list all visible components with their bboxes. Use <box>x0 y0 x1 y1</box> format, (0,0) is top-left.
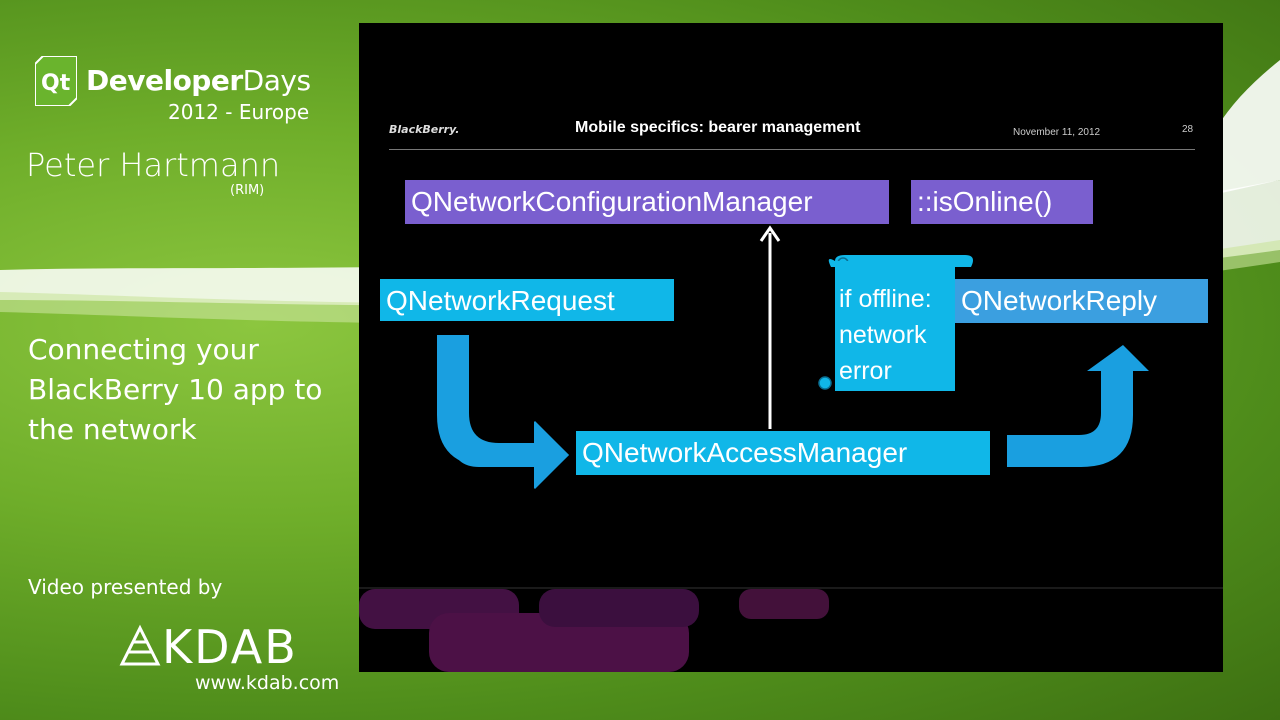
presented-by-label: Video presented by <box>28 575 223 599</box>
talk-title-line: the network <box>28 413 197 446</box>
talk-title-line: BlackBerry 10 app to <box>28 373 323 406</box>
presentation-slide: BlackBerry. Mobile specifics: bearer man… <box>359 23 1223 672</box>
is-online-box: ::isOnline() <box>911 180 1093 224</box>
event-subtitle: 2012 - Europe <box>168 100 310 124</box>
note-line: if offline: <box>839 285 932 313</box>
talk-title-line: Connecting your <box>28 333 259 366</box>
qt-logo-icon: Qt <box>35 56 77 106</box>
slide-page-number: 28 <box>1182 124 1194 135</box>
offline-note-scroll: if offline: network error <box>835 261 955 391</box>
speaker-affiliation: (RIM) <box>230 183 265 198</box>
speaker-name: Peter Hartmann <box>26 146 281 184</box>
kdab-tree-icon <box>119 624 161 666</box>
blackberry-watermark <box>359 589 829 672</box>
slide-title: Mobile specifics: bearer management <box>575 119 861 136</box>
config-manager-box: QNetworkConfigurationManager <box>405 180 889 224</box>
blackberry-logo: BlackBerry. <box>389 123 460 136</box>
talk-title: Connecting your BlackBerry 10 app to the… <box>28 330 348 450</box>
kdab-url[interactable]: www.kdab.com <box>195 672 340 694</box>
slide-header: BlackBerry. Mobile specifics: bearer man… <box>389 119 1195 150</box>
event-title-light: Days <box>242 64 311 97</box>
access-manager-box: QNetworkAccessManager <box>576 431 990 475</box>
event-title: DeveloperDays <box>86 64 311 97</box>
event-title-bold: Developer <box>86 64 243 97</box>
qt-logo-text: Qt <box>41 71 71 96</box>
note-line: error <box>839 357 892 385</box>
network-request-box: QNetworkRequest <box>380 279 674 321</box>
right-curved-arrow <box>1007 345 1149 467</box>
network-reply-box: QNetworkReply <box>955 279 1208 323</box>
up-arrow-head <box>759 225 781 242</box>
slide-date: November 11, 2012 <box>1013 127 1101 138</box>
kdab-logo-text: KDAB <box>162 620 298 674</box>
note-line: network <box>839 321 927 349</box>
